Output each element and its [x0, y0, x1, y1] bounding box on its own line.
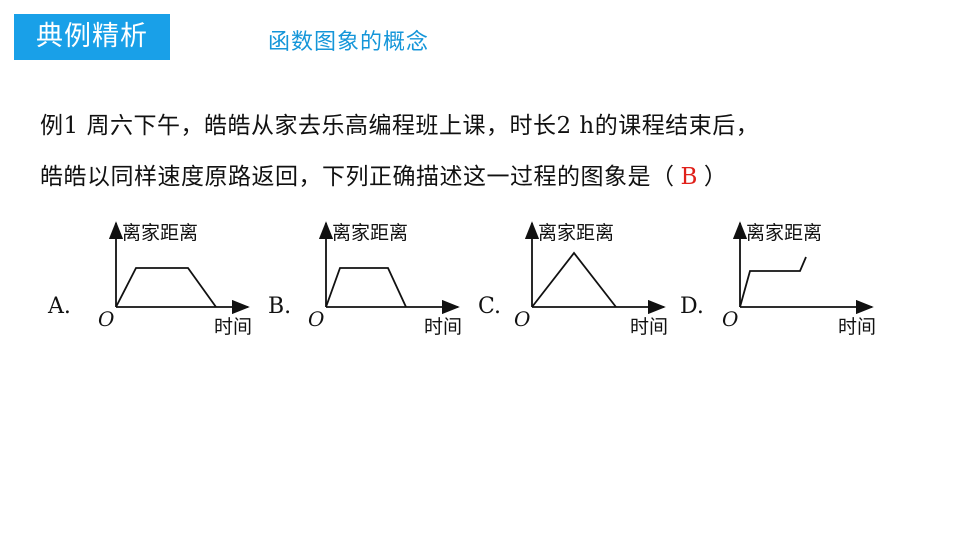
graph-line [115, 267, 217, 308]
question-text: 皓皓以同样速度原路返回，下列正确描述这一过程的图象是 [40, 164, 651, 190]
y-axis-label: 离家距离 [746, 222, 823, 244]
topic-title: 函数图象的概念 [268, 30, 430, 55]
option-b-label: B. [268, 294, 292, 319]
origin-label: O [722, 307, 739, 331]
option-d-label: D. [680, 294, 704, 319]
section-tag: 典例精析 [14, 14, 170, 60]
graph-c-svg [524, 221, 666, 315]
origin-label: O [514, 307, 531, 331]
graph-d-svg [732, 221, 874, 315]
y-axis-label: 离家距离 [332, 222, 409, 244]
option-a-label: A. [48, 294, 71, 319]
x-axis-label: 时间 [630, 316, 669, 338]
option-c-label: C. [478, 294, 502, 319]
option-b-graph: 离家距离 时间 O [308, 215, 508, 345]
y-axis-label: 离家距离 [122, 222, 199, 244]
graph-line [325, 267, 407, 308]
answer-text: B [680, 164, 698, 190]
graph-line [531, 251, 617, 308]
paren-open: （ [651, 164, 675, 190]
origin-label: O [308, 307, 325, 331]
x-axis-label: 时间 [214, 316, 253, 338]
question-line-1: 例1 周六下午，皓皓从家去乐高编程班上课，时长2 h的课程结束后， [40, 113, 760, 139]
origin-label: O [98, 307, 115, 331]
x-axis-label: 时间 [424, 316, 463, 338]
question-line-2: 皓皓以同样速度原路返回，下列正确描述这一过程的图象是（B） [40, 157, 727, 191]
x-axis-label: 时间 [838, 316, 877, 338]
graph-line [739, 256, 807, 308]
option-d-graph: 离家距离 时间 O [722, 215, 922, 345]
graph-a-svg [108, 221, 250, 315]
option-a-graph: 离家距离 时间 O [98, 215, 298, 345]
y-axis-label: 离家距离 [538, 222, 615, 244]
option-c-graph: 离家距离 时间 O [514, 215, 714, 345]
graph-b-svg [318, 221, 460, 315]
paren-close: ） [703, 164, 728, 190]
